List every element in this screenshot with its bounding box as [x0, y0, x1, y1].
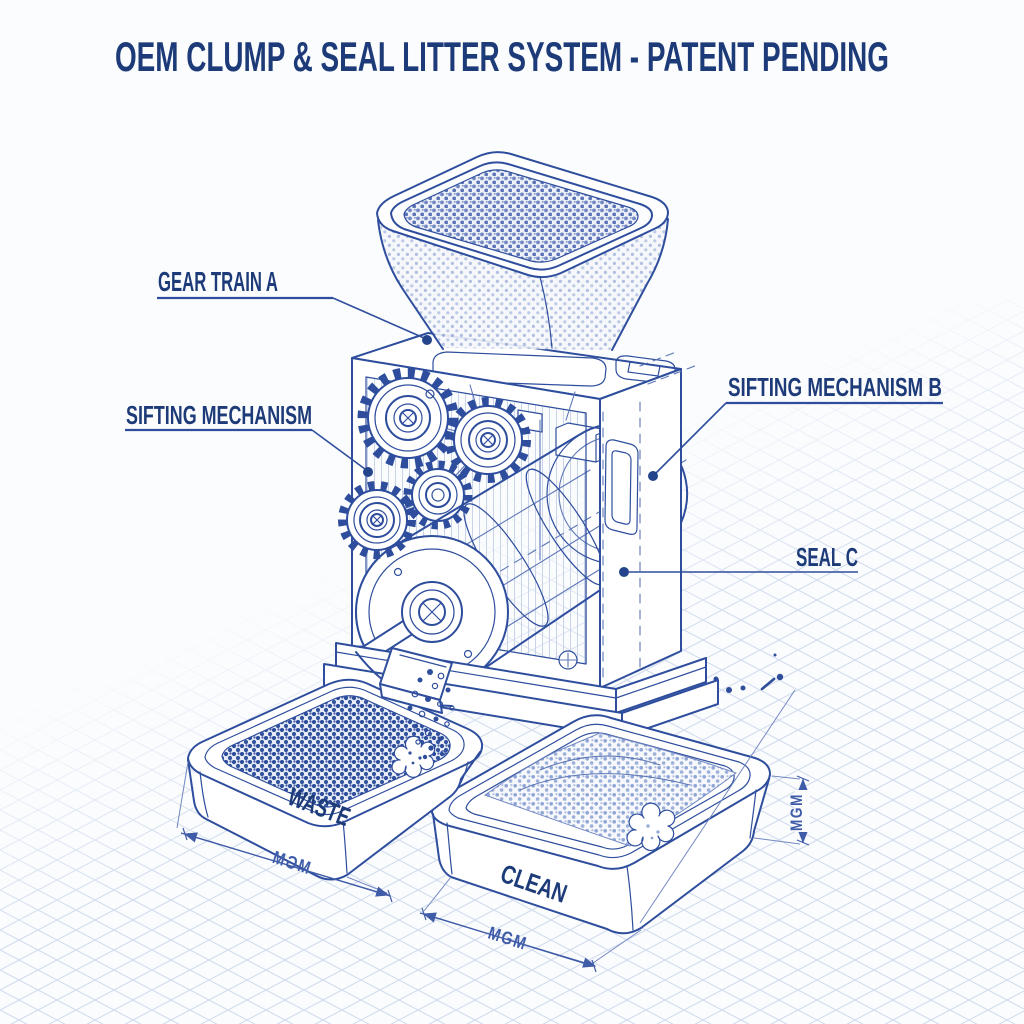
clean-height-dimension: MGM: [787, 793, 806, 831]
clean-tray-body: [432, 778, 770, 935]
waste-tray-rim-inner: [204, 686, 465, 816]
clean-tray: CLEAN: [431, 714, 771, 935]
waste-tray-creases: [199, 761, 469, 874]
sifting-mechanism-label: SIFTING MECHANISM: [126, 400, 312, 430]
deck-pocket-part: [627, 361, 661, 377]
hopper-right-edge: [611, 218, 669, 351]
callout-seal-c: SEAL C: [619, 542, 858, 577]
carry-handle-cutout: [604, 439, 639, 535]
hidden-edge-dashes: [602, 351, 701, 683]
callout-sifting-mechanism: SIFTING MECHANISM: [125, 400, 373, 477]
page-title: OEM CLUMP & SEAL LITTER SYSTEM - PATENT …: [115, 33, 889, 80]
front-corner-post: [585, 398, 601, 689]
hopper-front-crease: [539, 276, 553, 349]
gear-train-a-label: GEAR TRAIN A: [158, 266, 278, 297]
callout-gear-train-a: GEAR TRAIN A: [157, 266, 432, 345]
leader-dot: [422, 335, 432, 345]
dimension-ticks: [182, 827, 597, 973]
gear-second: [445, 397, 531, 483]
leader-dot: [648, 471, 658, 481]
clean-tray-rim-inner: [448, 723, 751, 859]
scattered-granules: [713, 653, 784, 693]
gear-large: [357, 367, 459, 469]
sifting-mechanism-leader: [311, 429, 366, 470]
falling-granules: [407, 669, 455, 760]
sifting-mechanism-b-label: SIFTING MECHANISM B: [728, 372, 942, 402]
clean-clump: [626, 802, 676, 852]
gear-small: [403, 460, 473, 530]
gear-train: [357, 367, 531, 530]
leader-dot: [619, 567, 629, 577]
clean-tray-creases: [446, 789, 757, 931]
waste-clump: [391, 735, 436, 778]
gear-train-a-leader: [332, 297, 425, 339]
gear-left-outer: [338, 481, 416, 559]
hopper-granules-body: [380, 222, 666, 350]
discharge-chute: [355, 647, 453, 714]
leader-dot: [363, 467, 373, 477]
waste-tray: WASTE: [187, 678, 484, 881]
machine-housing: [323, 332, 719, 738]
litter-hopper: [376, 151, 669, 351]
callout-sifting-mechanism-b: SIFTING MECHANISM B: [648, 372, 943, 481]
sifting-mechanism-b-leader: [655, 402, 727, 474]
housing-right-face: [599, 368, 682, 689]
hopper-rim: [376, 151, 669, 279]
hopper-rim-inner-edge: [403, 169, 639, 263]
seal-c-label: SEAL C: [796, 542, 858, 572]
dimension-text-gap: [795, 790, 810, 832]
clean-granule-heap: [483, 732, 738, 847]
waste-granule-fill: [221, 695, 451, 808]
hopper-left-edge: [377, 219, 444, 350]
heap-contours: [519, 755, 691, 791]
